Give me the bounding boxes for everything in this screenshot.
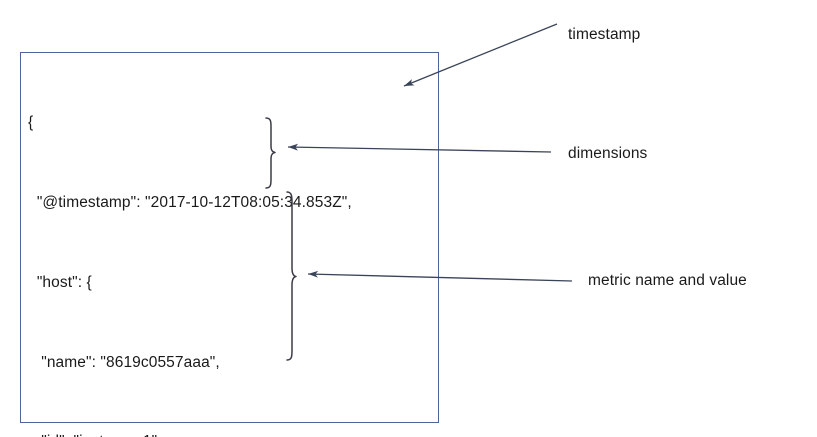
annotation-label-metric: metric name and value bbox=[588, 272, 747, 289]
annotation-label-dimensions: dimensions bbox=[568, 145, 648, 162]
json-document-box bbox=[20, 52, 439, 423]
json-line-timestamp: "@timestamp": "2017-10-12T08:05:34.853Z"… bbox=[28, 193, 352, 211]
json-line-0: { bbox=[28, 114, 34, 132]
json-line-host-id: "id": "instance-1" bbox=[28, 429, 428, 437]
json-line-host-open: "host": { bbox=[28, 273, 92, 291]
json-code-block: { "@timestamp": "2017-10-12T08:05:34.853… bbox=[28, 57, 428, 437]
json-line-host-name: "name": "8619c0557aaa", bbox=[28, 353, 220, 371]
annotation-label-timestamp: timestamp bbox=[568, 26, 641, 43]
